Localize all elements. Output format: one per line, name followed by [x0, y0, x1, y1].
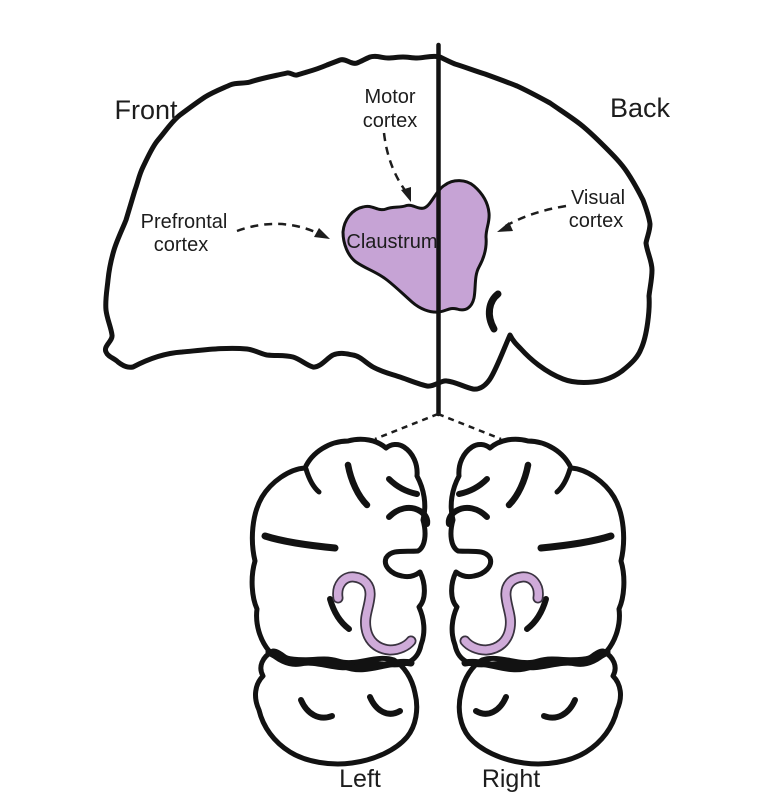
visual-cortex-label-line2: cortex: [569, 210, 623, 232]
sagittal-brain-outline: [102, 53, 655, 392]
fork-dashed-left: [374, 412, 439, 441]
sylvian-sulcus-stroke: [485, 290, 502, 333]
motor-cortex-arrowhead: [401, 187, 411, 202]
sagittal-view: Front Back Motor cortex Prefrontal corte…: [102, 42, 671, 441]
prefrontal-cortex-label-line2: cortex: [154, 234, 208, 256]
fork-dashed-right: [437, 412, 502, 441]
visual-cortex-arrow-line: [503, 204, 567, 229]
visual-cortex-arrowhead: [497, 222, 513, 232]
prefrontal-cortex-arrow: [236, 222, 330, 239]
motor-cortex-label-line2: cortex: [363, 110, 417, 132]
front-label: Front: [114, 95, 178, 125]
right-hemisphere: [449, 439, 624, 764]
right-label: Right: [482, 765, 540, 793]
visual-cortex-arrow: [497, 204, 567, 232]
claustrum-region: [341, 179, 491, 314]
prefrontal-cortex-arrow-line: [236, 222, 323, 237]
back-label: Back: [610, 93, 671, 123]
motor-cortex-arrow-line: [382, 132, 408, 194]
prefrontal-cortex-arrowhead: [314, 228, 330, 239]
coronal-view: Left Right: [252, 439, 624, 793]
claustrum-label: Claustrum: [346, 231, 437, 253]
left-label: Left: [339, 765, 381, 793]
motor-cortex-label-line1: Motor: [364, 86, 415, 108]
left-hemisphere: [252, 439, 427, 764]
visual-cortex-label-line1: Visual: [571, 187, 625, 209]
motor-cortex-arrow: [382, 132, 411, 202]
prefrontal-cortex-label-line1: Prefrontal: [141, 211, 228, 233]
